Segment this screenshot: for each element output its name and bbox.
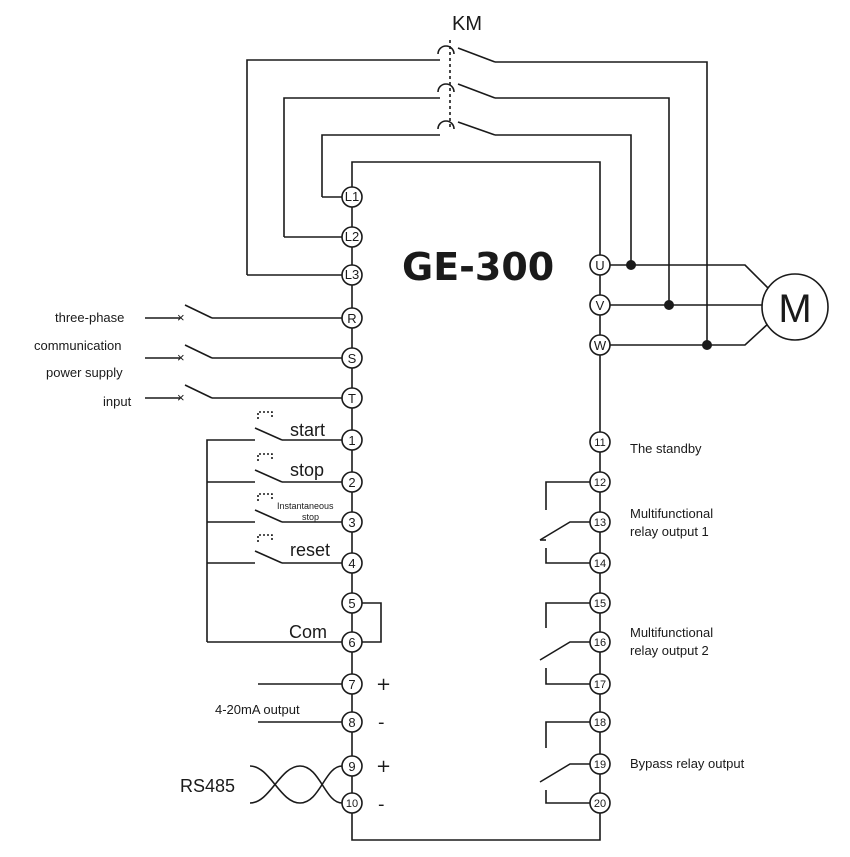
input-label-3: power supply	[46, 365, 123, 380]
relay-wiring	[539, 481, 590, 804]
svg-text:12: 12	[594, 477, 606, 489]
svg-text:1: 1	[348, 433, 355, 448]
svg-text:2: 2	[348, 475, 355, 490]
svg-text:19: 19	[594, 759, 606, 771]
right-terminals: U V W 11 12 13 14 15 16 17 18 19 20	[589, 254, 611, 814]
left-terminals: L1 L2 L3 R S T 1 2 3 4 5 6 7 8 9 10	[341, 186, 363, 814]
label-start: start	[290, 420, 325, 440]
input-label-4: input	[103, 394, 132, 409]
label-instantaneous: Instantaneous	[277, 501, 334, 511]
model-name: GE-300	[402, 245, 554, 289]
svg-text:15: 15	[594, 598, 606, 610]
svg-text:18: 18	[594, 717, 606, 729]
control-switches	[206, 411, 382, 643]
sign-plus-7: +	[376, 674, 391, 695]
svg-text:8: 8	[348, 715, 355, 730]
svg-text:16: 16	[594, 637, 606, 649]
svg-text:R: R	[347, 311, 356, 326]
svg-text:6: 6	[348, 635, 355, 650]
device-outline	[351, 161, 601, 841]
svg-text:V: V	[596, 298, 605, 313]
sign-plus-9: +	[376, 756, 391, 777]
svg-text:20: 20	[594, 798, 606, 810]
svg-text:S: S	[348, 351, 357, 366]
label-stop: stop	[290, 460, 324, 480]
svg-text:10: 10	[346, 798, 358, 810]
input-label-2: communication	[34, 338, 121, 353]
rs485-label: RS485	[180, 776, 235, 796]
svg-text:L2: L2	[345, 229, 359, 244]
svg-text:3: 3	[348, 515, 355, 530]
km-contactor	[246, 40, 708, 345]
input-label-1: three-phase	[55, 310, 124, 325]
svg-text:17: 17	[594, 679, 606, 691]
relay-label-standby: The standby	[630, 441, 702, 456]
svg-text:L1: L1	[345, 189, 359, 204]
svg-text:13: 13	[594, 517, 606, 529]
label-instantaneous-stop: stop	[302, 512, 319, 522]
motor-symbol	[761, 273, 829, 341]
motor-wiring	[610, 260, 771, 350]
svg-text:×: ×	[177, 350, 185, 365]
svg-text:4: 4	[348, 556, 355, 571]
svg-text:U: U	[595, 258, 604, 273]
relay-label-2b: relay output 2	[630, 643, 709, 658]
input-switches: × × ×	[145, 304, 342, 405]
svg-text:×: ×	[177, 310, 185, 325]
sign-minus-8: -	[378, 712, 385, 733]
svg-text:T: T	[348, 391, 356, 406]
svg-text:W: W	[594, 338, 607, 353]
label-reset: reset	[290, 540, 330, 560]
output-label: 4-20mA output	[215, 702, 300, 717]
svg-text:11: 11	[594, 437, 605, 449]
relay-label-1a: Multifunctional	[630, 506, 713, 521]
label-com: Com	[289, 622, 327, 642]
relay-label-2a: Multifunctional	[630, 625, 713, 640]
motor-label: M	[778, 287, 811, 331]
rs485-twisted-pair	[249, 765, 343, 804]
svg-text:L3: L3	[345, 267, 359, 282]
svg-text:9: 9	[348, 759, 355, 774]
relay-label-1b: relay output 1	[630, 524, 709, 539]
svg-text:7: 7	[348, 677, 355, 692]
sign-minus-10: -	[378, 794, 385, 815]
svg-text:5: 5	[348, 596, 355, 611]
relay-label-bypass: Bypass relay output	[630, 756, 745, 771]
km-label: KM	[452, 13, 482, 35]
svg-text:14: 14	[594, 558, 606, 570]
svg-text:×: ×	[177, 390, 185, 405]
